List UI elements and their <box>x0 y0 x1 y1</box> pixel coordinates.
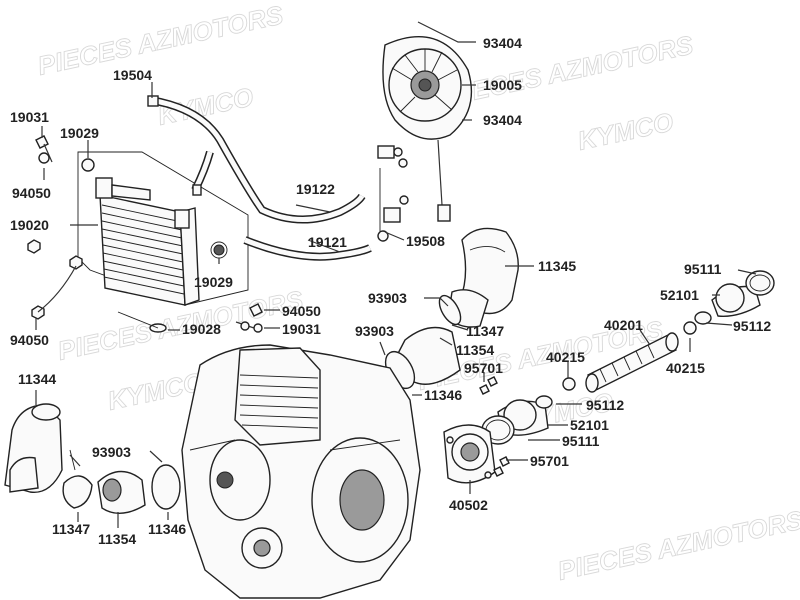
part-number-label: 11346 <box>424 387 462 403</box>
bearing-housing <box>443 424 510 484</box>
part-number-label: 94050 <box>282 303 321 319</box>
part-number-label: 11347 <box>52 521 90 537</box>
hose-clamp <box>62 475 93 509</box>
grommet <box>81 158 95 172</box>
part-number-label: 40215 <box>546 349 585 365</box>
intake-duct <box>384 227 519 390</box>
part-number-label: 93404 <box>483 35 522 51</box>
bolt <box>493 466 504 477</box>
radiator-assembly <box>77 151 249 306</box>
part-number-label: 19508 <box>406 233 445 249</box>
part-number-label: 52101 <box>660 287 699 303</box>
part-number-label: 19029 <box>60 125 99 141</box>
drive-shaft <box>562 321 697 393</box>
part-number-label: 11354 <box>98 531 136 547</box>
bolt <box>499 456 510 467</box>
part-number-label: 95111 <box>562 433 600 449</box>
part-number-label: 11347 <box>466 323 504 339</box>
part-number-label: 19122 <box>296 181 335 197</box>
part-number-label: 95111 <box>684 261 722 277</box>
coolant-hoses <box>147 95 372 261</box>
part-number-label: 93404 <box>483 112 522 128</box>
part-number-label: 95112 <box>586 397 624 413</box>
part-number-label: 19020 <box>10 217 49 233</box>
part-number-label: 19029 <box>194 274 233 290</box>
leader-lines <box>35 21 757 528</box>
bolt <box>479 384 490 395</box>
watermark-text: KYMCO <box>575 106 676 155</box>
part-number-label: 11346 <box>148 521 186 537</box>
part-number-label: 40502 <box>449 497 488 513</box>
hose-clamp <box>151 464 181 510</box>
part-number-label: 19121 <box>308 234 347 250</box>
part-number-label: 19031 <box>10 109 49 125</box>
intake-hose-lower <box>4 403 181 514</box>
thermo-switch <box>377 145 409 242</box>
part-number-label: 93903 <box>355 323 394 339</box>
part-number-label: 93903 <box>368 290 407 306</box>
grommet <box>213 244 225 256</box>
part-number-label: 19028 <box>182 321 221 337</box>
part-number-label: 94050 <box>10 332 49 348</box>
engine <box>181 344 421 599</box>
bolt <box>487 376 498 387</box>
watermark-text: PIECES AZMOTORS <box>555 504 800 585</box>
part-number-label: 52101 <box>570 417 609 433</box>
nut <box>69 255 83 270</box>
fasteners-left <box>27 135 263 333</box>
part-number-label: 95701 <box>464 360 503 376</box>
part-number-label: 19005 <box>483 77 522 93</box>
radiator <box>95 177 200 306</box>
part-number-label: 11344 <box>18 371 56 387</box>
watermark-text: PIECES AZMOTORS <box>35 0 286 81</box>
part-number-label: 11354 <box>456 342 494 358</box>
cooling-fan <box>382 36 473 222</box>
part-number-label: 95701 <box>530 453 569 469</box>
part-number-label: 94050 <box>12 185 51 201</box>
part-number-label: 40215 <box>666 360 705 376</box>
boot-lower <box>479 376 553 445</box>
boot-upper <box>694 270 775 325</box>
part-number-label: 11345 <box>538 258 576 274</box>
part-number-label: 19504 <box>113 67 152 83</box>
part-number-label: 40201 <box>604 317 643 333</box>
nut <box>27 239 41 254</box>
washer <box>38 152 50 164</box>
part-number-label: 19031 <box>282 321 321 337</box>
part-number-label: 95112 <box>733 318 771 334</box>
callout-labels: 93404 19005 93404 19504 19031 19029 9405… <box>10 35 771 547</box>
bolt <box>249 303 263 317</box>
part-number-label: 93903 <box>92 444 131 460</box>
